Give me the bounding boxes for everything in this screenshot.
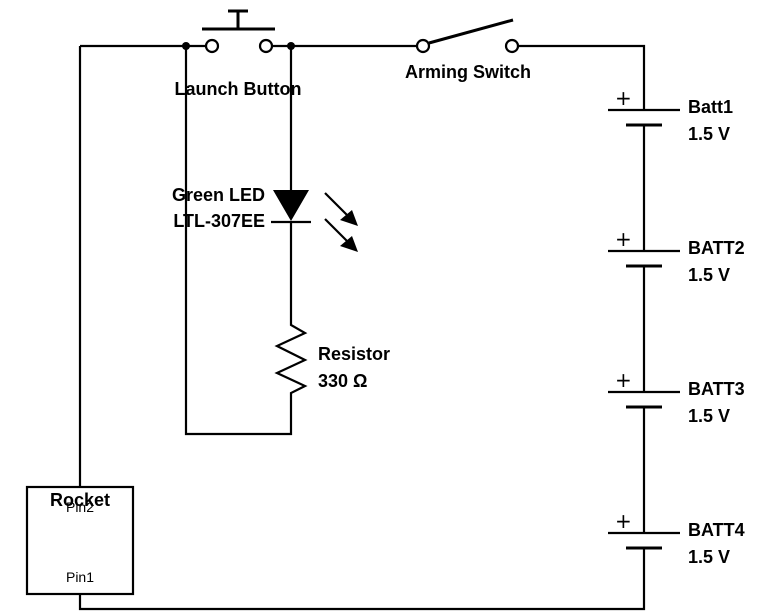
resistor-symbol [274, 322, 308, 400]
battery-2-name: BATT2 [688, 238, 745, 258]
rocket-pin1-label: Pin1 [66, 569, 94, 585]
battery-4-name: BATT4 [688, 520, 745, 540]
led-symbol [271, 190, 358, 322]
battery-1-name: Batt1 [688, 97, 733, 117]
svg-text:+: + [615, 368, 632, 392]
led-name-label: Green LED [172, 185, 265, 205]
battery-4-symbol: + [608, 509, 680, 550]
launch-button-label: Launch Button [175, 79, 302, 99]
battery-3-name: BATT3 [688, 379, 745, 399]
arming-switch-symbol [415, 18, 520, 54]
wire-top-right [519, 44, 646, 110]
rocket-pin2-label: Pin2 [66, 499, 94, 515]
battery-1-voltage: 1.5 V [688, 124, 730, 144]
launch-button-symbol [202, 9, 275, 54]
resistor-value-label: 330 Ω [318, 371, 367, 391]
battery-4-voltage: 1.5 V [688, 547, 730, 567]
arming-switch-label: Arming Switch [405, 62, 531, 82]
battery-3-voltage: 1.5 V [688, 406, 730, 426]
light-emission-arrows [324, 192, 358, 252]
svg-text:+: + [615, 509, 632, 533]
svg-text:+: + [615, 227, 632, 251]
rocket-box [25, 485, 135, 596]
rocket-label: Rocket [50, 490, 110, 510]
led-part-label: LTL-307EE [173, 211, 265, 231]
wire-bottom [78, 548, 646, 611]
wire-button-bypass [184, 46, 293, 436]
resistor-name-label: Resistor [318, 344, 390, 364]
svg-text:+: + [615, 86, 632, 110]
battery-2-voltage: 1.5 V [688, 265, 730, 285]
